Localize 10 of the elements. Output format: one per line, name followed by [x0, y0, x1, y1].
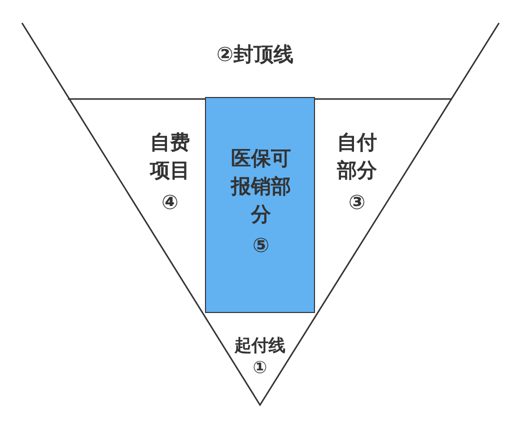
circled-number: ① [252, 357, 268, 380]
box-label: 医保可报销部分 [230, 145, 292, 228]
circled-number: ④ [160, 189, 180, 216]
circled-number: ⑤ [252, 232, 270, 259]
coverage-box [205, 97, 315, 313]
region-label: 自费项目 [148, 129, 191, 184]
line-label: 起付线 [233, 335, 286, 358]
region-label: 自付部分 [336, 129, 378, 184]
circled-number: ③ [348, 189, 366, 216]
line-label: ②封顶线 [216, 41, 294, 68]
